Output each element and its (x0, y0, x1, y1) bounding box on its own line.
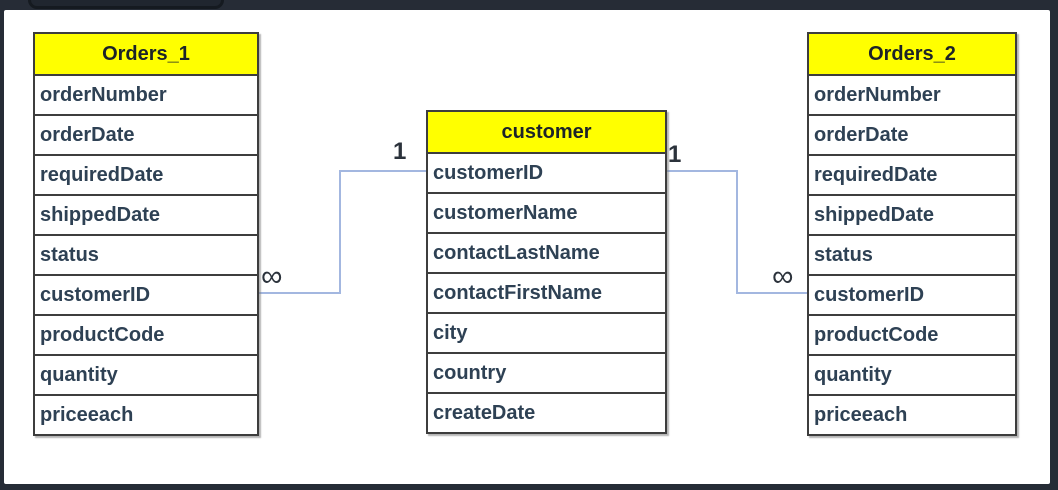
table-field-row[interactable]: requiredDate (809, 154, 1015, 194)
table-customer-header[interactable]: customer (428, 112, 665, 152)
field-label: country (433, 362, 507, 384)
cardinality-one-left: 1 (393, 138, 407, 165)
table-field-row[interactable]: orderNumber (35, 74, 257, 114)
cardinality-many-right: ∞ (772, 260, 794, 293)
table-orders-1-header[interactable]: Orders_1 (35, 34, 257, 74)
field-label: priceeach (40, 404, 134, 426)
field-label: productCode (40, 324, 165, 346)
field-label: city (433, 322, 468, 344)
field-label: shippedDate (814, 204, 935, 226)
table-field-row[interactable]: orderDate (809, 114, 1015, 154)
field-label: orderDate (814, 124, 909, 146)
table-orders-2[interactable]: Orders_2 orderNumber orderDate requiredD… (807, 32, 1017, 436)
table-field-row[interactable]: shippedDate (809, 194, 1015, 234)
field-label: customerName (433, 202, 578, 224)
table-field-row[interactable]: orderDate (35, 114, 257, 154)
field-label: requiredDate (814, 164, 938, 186)
table-orders-1-rows: orderNumber orderDate requiredDate shipp… (35, 74, 257, 434)
table-field-row[interactable]: customerID (809, 274, 1015, 314)
field-label: customerID (40, 284, 151, 306)
table-field-row[interactable]: country (428, 352, 665, 392)
table-orders-2-rows: orderNumber orderDate requiredDate shipp… (809, 74, 1015, 434)
table-field-row[interactable]: customerName (428, 192, 665, 232)
table-field-row[interactable]: priceeach (35, 394, 257, 434)
table-field-row[interactable]: quantity (809, 354, 1015, 394)
field-label: status (40, 244, 99, 266)
field-label: quantity (40, 364, 118, 386)
table-field-row[interactable]: priceeach (809, 394, 1015, 434)
table-field-row[interactable]: status (809, 234, 1015, 274)
table-field-row[interactable]: contactFirstName (428, 272, 665, 312)
table-customer[interactable]: customer customerID customerName contact… (426, 110, 667, 434)
table-field-row[interactable]: quantity (35, 354, 257, 394)
table-orders-1[interactable]: Orders_1 orderNumber orderDate requiredD… (33, 32, 259, 436)
field-label: orderNumber (814, 84, 941, 106)
field-label: customerID (814, 284, 925, 306)
table-field-row[interactable]: city (428, 312, 665, 352)
table-field-row[interactable]: createDate (428, 392, 665, 432)
field-label: productCode (814, 324, 939, 346)
field-label: customerID (433, 162, 544, 184)
table-field-row[interactable]: orderNumber (809, 74, 1015, 114)
table-field-row[interactable]: shippedDate (35, 194, 257, 234)
field-label: shippedDate (40, 204, 161, 226)
field-label: createDate (433, 402, 536, 424)
field-label: requiredDate (40, 164, 164, 186)
table-field-row[interactable]: status (35, 234, 257, 274)
window-tab-stub (28, 0, 224, 9)
relationship-line-customer-orders2[interactable] (662, 170, 807, 294)
table-orders-2-header[interactable]: Orders_2 (809, 34, 1015, 74)
field-label: status (814, 244, 873, 266)
table-field-row[interactable]: productCode (809, 314, 1015, 354)
cardinality-one-right: 1 (668, 141, 682, 168)
table-field-row[interactable]: customerID (428, 152, 665, 192)
field-label: orderDate (40, 124, 135, 146)
field-label: quantity (814, 364, 892, 386)
field-label: contactLastName (433, 242, 600, 264)
relationship-line-customer-orders1[interactable] (255, 170, 426, 294)
field-label: orderNumber (40, 84, 167, 106)
field-label: priceeach (814, 404, 908, 426)
field-label: contactFirstName (433, 282, 602, 304)
table-field-row[interactable]: customerID (35, 274, 257, 314)
table-field-row[interactable]: productCode (35, 314, 257, 354)
table-field-row[interactable]: requiredDate (35, 154, 257, 194)
table-customer-rows: customerID customerName contactLastName … (428, 152, 665, 432)
table-field-row[interactable]: contactLastName (428, 232, 665, 272)
cardinality-many-left: ∞ (261, 260, 283, 293)
